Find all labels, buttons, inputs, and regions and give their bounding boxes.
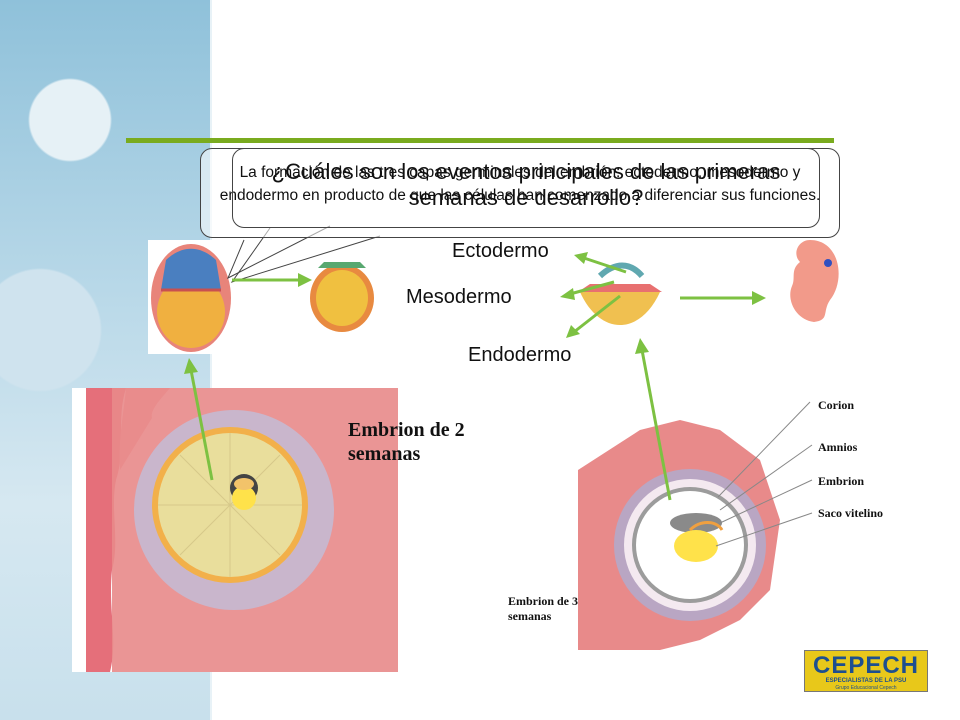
callout-pointer-2 <box>230 227 381 283</box>
ectoderm-label: Ectodermo <box>452 240 549 262</box>
logo-name: CEPECH <box>812 652 920 679</box>
part-label-embrion: Embrion <box>818 474 865 488</box>
caption-callout: La formación de las tres capas germinale… <box>200 148 840 238</box>
cepech-logo: CEPECH ESPECIALISTAS DE LA PSU Grupo Edu… <box>804 650 928 692</box>
part-label-saco-vitelino: Saco vitelino <box>818 506 883 520</box>
part-label-amnios: Amnios <box>818 440 858 454</box>
three-week-title: Embrion de 3 semanas <box>508 594 579 623</box>
part-label-corion: Corion <box>818 398 854 412</box>
caption-text: La formación de las tres capas germinale… <box>219 164 821 204</box>
question-text: ¿Cuáles son los eventos principales de l… <box>271 159 781 210</box>
mesoderm-label: Mesodermo <box>406 286 512 308</box>
logo-tagline: ESPECIALISTAS DE LA PSU <box>825 678 907 684</box>
callout-pointer-1 <box>227 225 331 280</box>
logo-group: Grupo Educacional Cepech <box>835 685 897 691</box>
two-week-embryo-illustration <box>72 388 398 672</box>
endoderm-label: Endodermo <box>468 344 572 366</box>
two-week-title: Embrion de 2 semanas <box>348 419 465 465</box>
question-callout: ¿Cuáles son los eventos principales de l… <box>232 148 820 228</box>
stage-4-embryo <box>790 240 839 322</box>
three-week-embryo-illustration <box>578 401 813 650</box>
stage-2-embryo <box>310 262 374 332</box>
flow-arrows <box>184 252 766 501</box>
stage-1-embryo <box>148 240 231 354</box>
title-rule <box>126 138 834 143</box>
stage-3-embryo <box>578 262 662 325</box>
